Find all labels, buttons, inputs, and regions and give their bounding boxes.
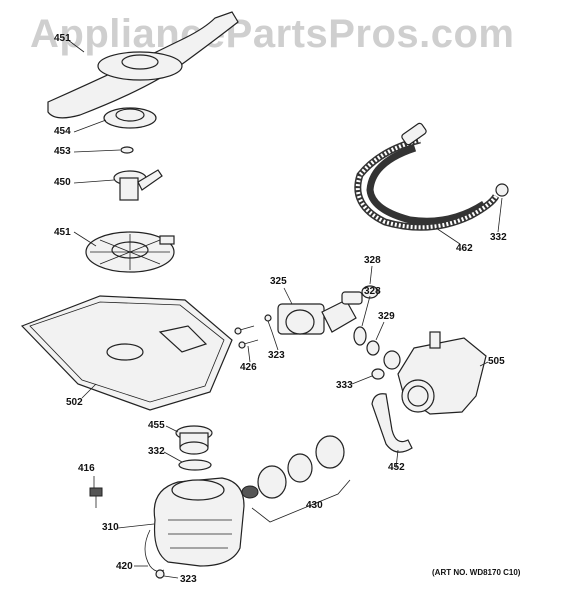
sump-tray-part[interactable] [20, 295, 233, 411]
callout-328-top[interactable]: 328 [364, 255, 381, 266]
hose-end-clamp-part[interactable] [495, 183, 509, 197]
callout-420[interactable]: 420 [116, 561, 133, 572]
nut-part[interactable] [366, 340, 380, 356]
callout-451[interactable]: 451 [54, 227, 71, 238]
screw-bottom-part[interactable] [155, 569, 165, 579]
bolt-part[interactable] [89, 487, 103, 508]
filter-screen-part[interactable] [85, 231, 175, 273]
water-valve-part[interactable] [277, 291, 363, 335]
callout-332-hose[interactable]: 332 [490, 232, 507, 243]
callout-426[interactable]: 426 [240, 362, 257, 373]
callout-323-bottom[interactable]: 323 [180, 574, 197, 585]
pump-motor-part[interactable] [153, 477, 245, 567]
callout-416[interactable]: 416 [78, 463, 95, 474]
valve-screws-part[interactable] [234, 325, 259, 349]
callout-430[interactable]: 430 [306, 500, 323, 511]
watermark: AppliancePartsPros.com [30, 12, 515, 56]
callout-454[interactable]: 454 [54, 126, 71, 137]
art-number: (ART NO. WD8170 C10) [432, 568, 521, 577]
callout-328-mid[interactable]: 328 [364, 286, 381, 297]
drain-hose-part[interactable] [354, 122, 500, 231]
drain-housing-part[interactable] [383, 331, 487, 415]
o-ring-part[interactable] [120, 146, 134, 154]
callout-332-pump[interactable]: 332 [148, 446, 165, 457]
callout-502[interactable]: 502 [66, 397, 83, 408]
leader-lines [67, 39, 503, 579]
callout-323-valve[interactable]: 323 [268, 350, 285, 361]
callout-455[interactable]: 455 [148, 420, 165, 431]
washer-top-part[interactable] [361, 285, 379, 299]
hose-clamp-part[interactable] [371, 393, 413, 453]
callout-325[interactable]: 325 [270, 276, 287, 287]
spray-arm-mount-part[interactable] [103, 107, 157, 129]
valve-screw-part[interactable] [264, 314, 273, 333]
manifold-part[interactable] [113, 169, 163, 201]
callout-333[interactable]: 333 [336, 380, 353, 391]
impeller-assembly-part[interactable] [241, 435, 351, 523]
callout-505[interactable]: 505 [488, 356, 505, 367]
callout-329[interactable]: 329 [378, 311, 395, 322]
washer-mid-part[interactable] [353, 326, 367, 346]
callout-453[interactable]: 453 [54, 146, 71, 157]
upper-spray-arm-part[interactable] [47, 11, 239, 119]
callout-452[interactable]: 452 [388, 462, 405, 473]
callout-451-top[interactable]: 451 [54, 33, 71, 44]
filter-cup-part[interactable] [175, 425, 213, 455]
pump-clamp-part[interactable] [178, 459, 212, 471]
callout-310[interactable]: 310 [102, 522, 119, 533]
callout-450[interactable]: 450 [54, 177, 71, 188]
callout-462[interactable]: 462 [456, 243, 473, 254]
small-clamp-part[interactable] [371, 368, 385, 380]
